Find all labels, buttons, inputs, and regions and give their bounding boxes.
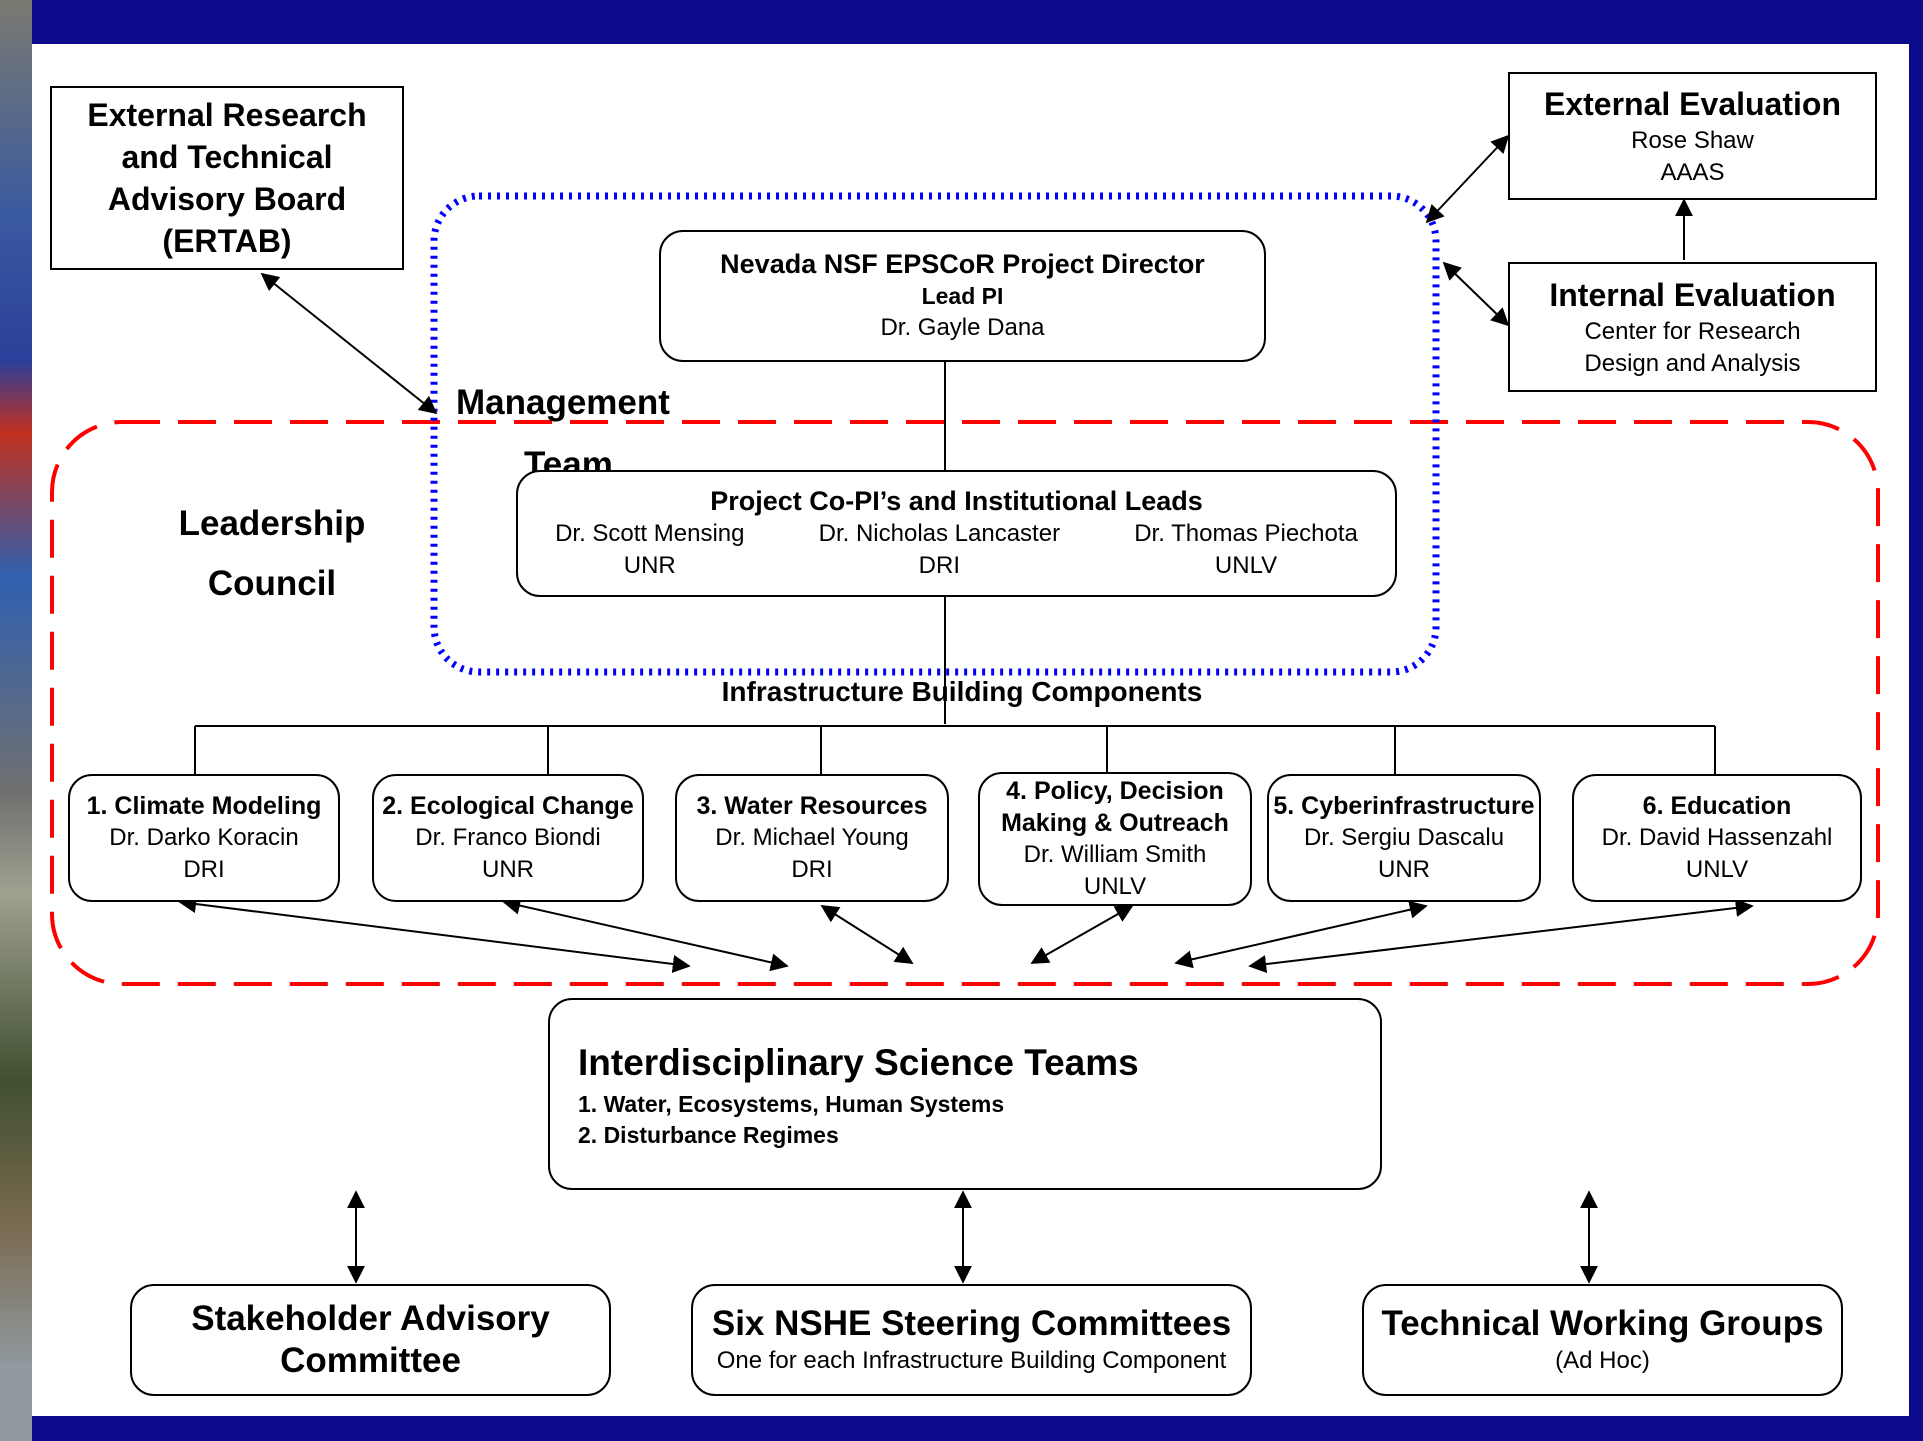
comp1-science-arrow: [178, 895, 691, 973]
copi-name-1: Dr. Scott Mensing: [555, 520, 745, 547]
ertab-line-4: (ERTAB): [162, 223, 292, 259]
project-director-box: Nevada NSF EPSCoR Project Director Lead …: [659, 230, 1266, 362]
copi-box: Project Co-PI’s and Institutional Leads …: [516, 470, 1397, 597]
technical-working-groups-box: Technical Working Groups (Ad Hoc): [1362, 1284, 1843, 1396]
component-name-6: Dr. David Hassenzahl: [1601, 824, 1833, 851]
component-name-2: Dr. Franco Biondi: [415, 824, 601, 851]
management-team-line-1: Management: [456, 383, 670, 422]
ertab-line-2: and Technical: [121, 139, 333, 175]
background-photo-strip: [0, 0, 32, 1441]
component-box-4: 4. Policy, Decision Making & Outreach Dr…: [978, 772, 1252, 906]
component-box-2: 2. Ecological Change Dr. Franco Biondi U…: [372, 774, 644, 902]
copi-inst-3: UNLV: [1214, 552, 1278, 579]
science-teams-item-2: 2. Disturbance Regimes: [578, 1122, 839, 1148]
component-box-6: 6. Education Dr. David Hassenzahl UNLV: [1572, 774, 1862, 902]
component-inst-6: UNLV: [1685, 856, 1749, 883]
component-title-6: 6. Education: [1642, 792, 1792, 820]
connector-layer: [50, 134, 1880, 1284]
copi-person-1: Dr. Scott Mensing UNR: [555, 518, 744, 582]
component-box-5: 5. Cyberinfrastructure Dr. Sergiu Dascal…: [1267, 774, 1541, 902]
component-title-2: 2. Ecological Change: [382, 792, 634, 820]
component-inst-1: DRI: [183, 856, 225, 883]
org-chart-slide: External Research and Technical Advisory…: [32, 44, 1909, 1416]
science-teams-item-1: 1. Water, Ecosystems, Human Systems: [578, 1091, 1005, 1117]
stakeholder-line-1: Stakeholder Advisory: [191, 1299, 550, 1338]
copi-inst-1: UNR: [623, 552, 676, 579]
director-subtitle: Lead PI: [921, 283, 1004, 309]
internal-eval-line-2: Design and Analysis: [1584, 350, 1801, 377]
copi-person-2: Dr. Nicholas Lancaster DRI: [819, 518, 1060, 582]
internal-eval-line-1: Center for Research: [1584, 318, 1801, 345]
copi-person-3: Dr. Thomas Piechota UNLV: [1134, 518, 1358, 582]
director-name: Dr. Gayle Dana: [880, 314, 1045, 341]
comp4-science-arrow: [1030, 905, 1134, 964]
nshe-subtitle: One for each Infrastructure Building Com…: [716, 1347, 1227, 1374]
stakeholder-line-2: Committee: [280, 1341, 461, 1380]
external-eval-line-2: AAAS: [1660, 159, 1725, 186]
component-title-4b: Making & Outreach: [1001, 809, 1229, 837]
working-groups-title: Technical Working Groups: [1381, 1304, 1824, 1343]
leadership-council-line-2: Council: [207, 564, 337, 603]
science-teams-title: Interdisciplinary Science Teams: [578, 1042, 1139, 1083]
comp2-science-arrow: [502, 896, 789, 972]
component-title-4: 4. Policy, Decision: [1006, 777, 1224, 805]
external-eval-line-1: Rose Shaw: [1631, 127, 1754, 154]
internal-eval-arrow: [1442, 261, 1510, 327]
stakeholder-advisory-box: Stakeholder Advisory Committee: [130, 1284, 611, 1396]
leadership-council-line-1: Leadership: [178, 504, 366, 543]
component-inst-5: UNR: [1378, 856, 1430, 883]
component-name-1: Dr. Darko Koracin: [109, 824, 299, 851]
component-name-3: Dr. Michael Young: [715, 824, 909, 851]
leadership-council-label: Leadership Council: [142, 494, 402, 614]
internal-eval-title: Internal Evaluation: [1549, 277, 1836, 313]
nshe-title: Six NSHE Steering Committees: [711, 1304, 1232, 1343]
ertab-line-3: Advisory Board: [107, 181, 347, 217]
ertab-line-1: External Research: [87, 97, 367, 133]
nshe-steering-box: Six NSHE Steering Committees One for eac…: [691, 1284, 1252, 1396]
working-groups-subtitle: (Ad Hoc): [1555, 1347, 1650, 1374]
external-eval-arrow: [1425, 134, 1510, 224]
component-title-3: 3. Water Resources: [696, 792, 928, 820]
copi-name-3: Dr. Thomas Piechota: [1134, 520, 1358, 547]
comp3-science-arrow: [820, 905, 914, 964]
component-inst-2: UNR: [482, 856, 534, 883]
internal-evaluation-box: Internal Evaluation Center for Research …: [1508, 262, 1877, 392]
director-title: Nevada NSF EPSCoR Project Director: [720, 249, 1205, 279]
component-title-1: 1. Climate Modeling: [86, 792, 322, 820]
copi-inst-2: DRI: [918, 552, 961, 579]
ertab-arrow: [260, 272, 438, 415]
component-box-3: 3. Water Resources Dr. Michael Young DRI: [675, 774, 949, 902]
component-title-5: 5. Cyberinfrastructure: [1273, 792, 1535, 820]
comp5-science-arrow: [1174, 900, 1428, 969]
component-box-1: 1. Climate Modeling Dr. Darko Koracin DR…: [68, 774, 340, 902]
copi-people-row: Dr. Scott Mensing UNR Dr. Nicholas Lanca…: [518, 518, 1395, 582]
external-eval-title: External Evaluation: [1544, 86, 1841, 122]
infrastructure-components-label: Infrastructure Building Components: [721, 676, 1203, 707]
component-inst-4: UNLV: [1083, 873, 1147, 900]
ertab-box: External Research and Technical Advisory…: [50, 86, 404, 270]
component-name-5: Dr. Sergiu Dascalu: [1303, 824, 1505, 851]
leadership-council-boundary: [50, 420, 1880, 986]
comp6-science-arrow: [1248, 898, 1754, 974]
component-name-4: Dr. William Smith: [1023, 841, 1207, 868]
external-evaluation-box: External Evaluation Rose Shaw AAAS: [1508, 72, 1877, 200]
science-teams-box: Interdisciplinary Science Teams 1. Water…: [548, 998, 1382, 1190]
copi-title: Project Co-PI’s and Institutional Leads: [710, 486, 1203, 516]
component-inst-3: DRI: [791, 856, 833, 883]
copi-name-2: Dr. Nicholas Lancaster: [818, 520, 1061, 547]
